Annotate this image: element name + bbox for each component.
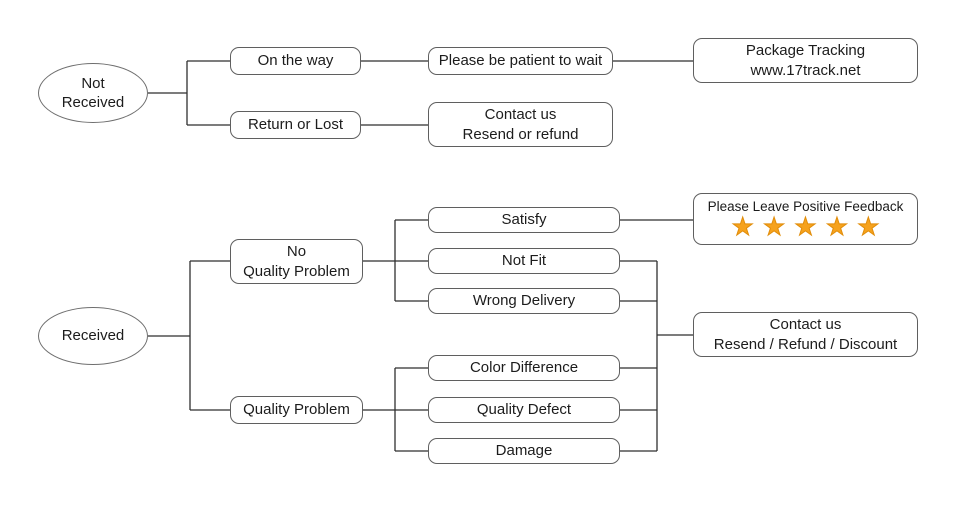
node-label: Received [61,327,125,345]
node-damage: Damage [428,438,620,464]
node-be-patient: Please be patient to wait [428,47,613,75]
node-received: Received [38,307,148,365]
node-label: Not [81,74,105,92]
feedback-label: Please Leave Positive Feedback [707,198,904,214]
tracking-url: www.17track.net [750,61,861,79]
node-label: Contact us [769,316,842,333]
star-icon: ★ [731,213,754,242]
node-not-received: Not Received [38,63,148,123]
node-wrong-delivery: Wrong Delivery [428,288,620,314]
node-label: Quality Problem [243,262,350,280]
node-label: Satisfy [501,211,547,229]
node-positive-feedback: Please Leave Positive Feedback ★ ★ ★ ★ ★ [693,193,918,245]
node-label: Resend / Refund / Discount [713,335,898,353]
node-label: Quality Defect [476,401,572,419]
star-rating: ★ ★ ★ ★ ★ [731,213,880,242]
node-label: Quality Problem [243,401,350,419]
node-label: Not Fit [501,252,547,270]
star-icon: ★ [762,213,786,242]
node-label: Damage [495,442,553,460]
node-label: Received [61,94,125,111]
node-label: Contact us [484,106,557,123]
node-label: On the way [257,52,334,70]
node-quality-defect: Quality Defect [428,397,620,423]
node-color-difference: Color Difference [428,355,620,381]
node-no-quality-problem: No Quality Problem [230,239,363,284]
node-label: Please be patient to wait [438,52,603,70]
node-not-fit: Not Fit [428,248,620,274]
node-return-or-lost: Return or Lost [230,111,361,139]
star-icon: ★ [857,213,880,242]
node-contact-resend-refund-discount: Contact us Resend / Refund / Discount [693,312,918,357]
star-icon: ★ [794,213,817,242]
node-contact-resend-refund: Contact us Resend or refund [428,102,613,147]
node-label: Package Tracking [745,42,866,59]
node-label: No [286,243,307,260]
node-label: Wrong Delivery [472,292,576,310]
star-icon: ★ [825,213,849,242]
node-on-the-way: On the way [230,47,361,75]
node-label: Resend or refund [462,125,579,143]
node-satisfy: Satisfy [428,207,620,233]
node-label: Return or Lost [247,116,344,134]
node-quality-problem: Quality Problem [230,396,363,424]
node-label: Color Difference [469,359,579,377]
node-package-tracking: Package Tracking www.17track.net [693,38,918,83]
